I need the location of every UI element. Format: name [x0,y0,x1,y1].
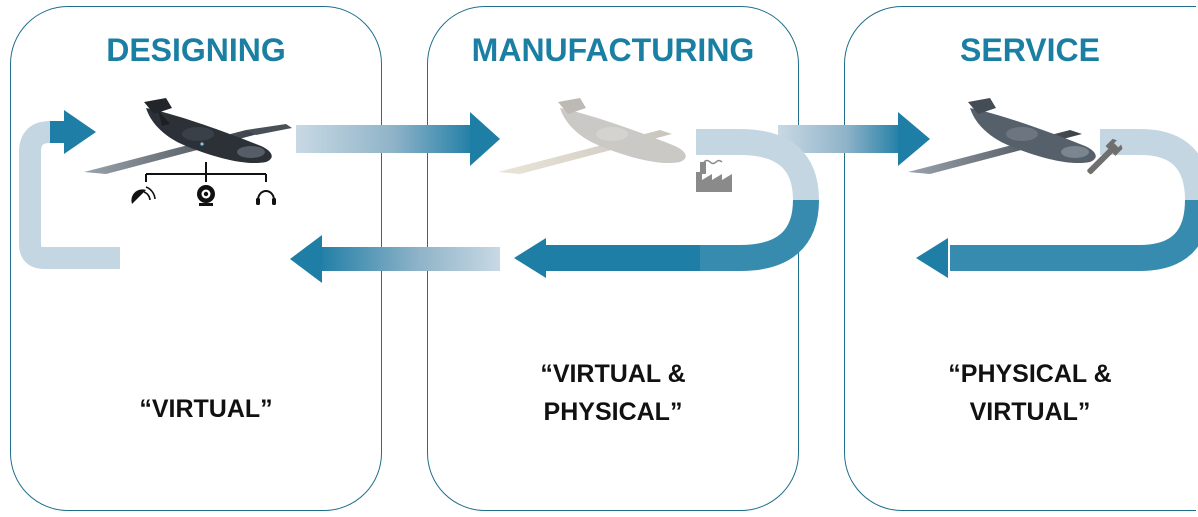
drone-icon [84,98,292,174]
back-arrowhead-1 [290,235,322,283]
forward-arrowhead-1 [470,112,500,166]
manufacturing-caption: “VIRTUAL & PHYSICAL” [427,355,799,431]
design-loop-arrowhead [64,110,96,154]
service-caption-line-1: “PHYSICAL & [948,360,1112,388]
manufacturing-caption-line-1: “VIRTUAL & [540,360,686,388]
back-arrow-1 [318,247,500,271]
drone-icon [908,98,1096,174]
service-panel [844,6,1196,511]
factory-icon [696,159,732,192]
manufacturing-caption-line-2: PHYSICAL” [543,398,683,426]
designing-caption-line-1: “VIRTUAL” [139,395,273,423]
sensor-tree [145,162,267,182]
manufacturing-loop-arrowhead [514,238,546,278]
design-loop-arrow [19,121,120,269]
drone-icon [498,98,686,174]
webcam-icon [197,185,215,206]
service-caption: “PHYSICAL & VIRTUAL” [844,355,1198,431]
designing-title: DESIGNING [106,32,286,68]
forward-arrow-1 [296,125,474,153]
designing-caption: “VIRTUAL” [10,390,402,428]
forward-arrowhead-2 [898,112,930,166]
headset-icon [256,190,276,205]
satellite-icon [131,186,156,204]
manufacturing-title: MANUFACTURING [471,32,755,68]
service-loop-arrowhead [916,238,948,278]
wrench-icon [1087,138,1123,175]
service-title: SERVICE [960,32,1100,68]
service-caption-line-2: VIRTUAL” [969,398,1091,426]
